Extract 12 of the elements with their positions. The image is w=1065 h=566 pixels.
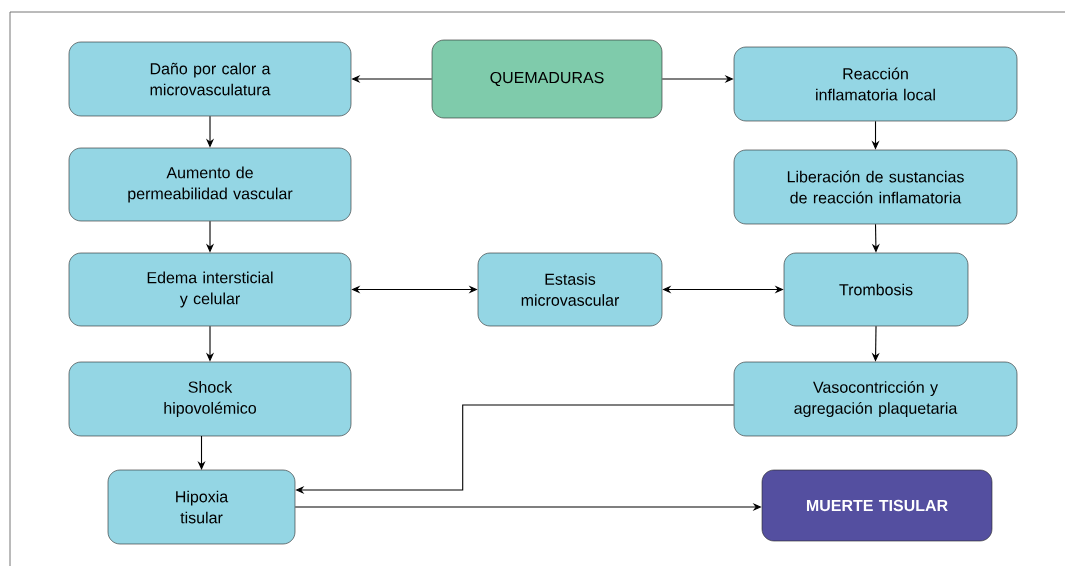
process-box: Aumento de permeabilidad vascular xyxy=(68,147,352,222)
process-box: MUERTE TISULAR xyxy=(761,469,993,542)
process-box: Trombosis xyxy=(783,252,969,327)
process-box: Estasis microvascular xyxy=(477,252,663,327)
process-box: QUEMADURAS xyxy=(431,39,663,119)
process-box: Liberación de sustancias de reacción inflamatoria xyxy=(733,149,1018,225)
process-box: Edema intersticial y celular xyxy=(68,252,352,327)
process-box: Hipoxia tisular xyxy=(107,469,296,545)
process-box: Vasocontricción y agregación plaquetaria xyxy=(733,361,1018,437)
process-box: Daño por calor a microvasculatura xyxy=(68,41,352,117)
process-box: Shock hipovolémico xyxy=(68,361,352,437)
process-box: Reacción inflamatoria local xyxy=(733,46,1018,122)
